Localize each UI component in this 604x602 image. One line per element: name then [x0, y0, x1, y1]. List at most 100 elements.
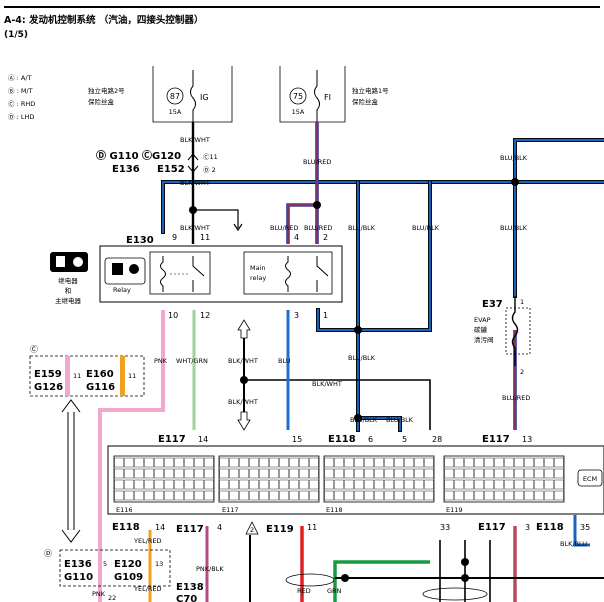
ecm-pin-cell [279, 468, 289, 479]
ecm-pin-cell [424, 490, 434, 501]
fuel-relay-box [149, 251, 211, 295]
lower-c70: C70 [176, 594, 197, 602]
ecm-pin-cell [124, 457, 134, 468]
rhd-pin-2: 11 [128, 372, 136, 380]
ecm-pin-13: 13 [522, 435, 532, 444]
ecm-pin-cell [324, 468, 334, 479]
lower-pin-35: 35 [580, 523, 590, 532]
ecm-pin-cell [364, 479, 374, 490]
conn-e152: E152 [157, 164, 185, 175]
ecm-pin-cell [354, 479, 364, 490]
ecm-pin-cell [184, 457, 194, 468]
pin-c11: Ⓒ11 [203, 153, 218, 161]
ecm-pin-cell [394, 479, 404, 490]
ecm-pin-cell [544, 490, 554, 501]
ecm-pin-cell [309, 490, 319, 501]
lhd-marker: Ⓓ [44, 549, 52, 558]
ecm-pin-cell [334, 468, 344, 479]
label-blk-wht: BLK/WHT [228, 357, 258, 365]
legend-mt: Ⓑ : M/T [8, 87, 33, 95]
ecm-pin-cell [184, 479, 194, 490]
splice-dot [461, 558, 469, 566]
ecm-pin-block [218, 455, 320, 503]
fuse-fi-desc-2: 保险丝盒 [352, 97, 379, 106]
ecm-pin-cell [344, 479, 354, 490]
evap-coil-icon [511, 296, 519, 366]
ecm-pin-cell [424, 479, 434, 490]
parking-icon [73, 257, 83, 267]
wire-blu-red [286, 122, 517, 430]
ecm-pin-cell [154, 490, 164, 501]
ecm-pin-cell [249, 479, 259, 490]
ecm-pin-cell [309, 457, 319, 468]
label-blk-blu: BLK/BLU [560, 540, 587, 548]
splice-dot [461, 574, 469, 582]
ecm-pin-28: 28 [432, 435, 442, 444]
wire-labels: BLK/WHT BLK/WHT BLK/WHT BLU/RED BLU/RED … [92, 136, 587, 598]
fuse-fi: 75 15A FI 独立电路1号 保险丝盒 [279, 66, 389, 123]
label-blu-red: BLU/RED [304, 224, 332, 232]
label-blk-wht: BLK/WHT [228, 398, 258, 406]
ecm-pin-cell [514, 468, 524, 479]
ecm-pin-cell [174, 479, 184, 490]
ecm-pin-cell [474, 457, 484, 468]
lower-pin-3: 3 [525, 523, 530, 532]
ecm-pin-cell [534, 490, 544, 501]
ecm-pin-cell [474, 479, 484, 490]
fuse-ig-desc-2: 保险丝盒 [88, 97, 115, 106]
relay-pin-9: 9 [172, 233, 177, 242]
ecm-pin-cell [504, 490, 514, 501]
rhd-conn-2b: G116 [86, 382, 115, 393]
rhd-yellow-wire [120, 356, 125, 396]
ecm-frame [107, 445, 604, 515]
relay-pin-4: 4 [294, 233, 299, 242]
ecm-pin-cell [504, 468, 514, 479]
lower-pin-4: 4 [217, 523, 222, 532]
label-blu-blk: BLU/BLK [500, 224, 528, 232]
rhd-conn-2: E160 [86, 369, 114, 380]
fuse-number-circle [166, 87, 184, 105]
ecm-pin-cell [239, 457, 249, 468]
label-grn: GRN [327, 587, 342, 595]
shield-ellipse [285, 573, 335, 587]
lower-e119: E119 [266, 524, 294, 535]
up-arrow-icon [245, 521, 259, 535]
page-title: A-4: 发动机控制系统 （汽油，四接头控制器） [4, 15, 204, 26]
ecm-pin-cell [174, 490, 184, 501]
rhd-pink-wire [65, 356, 70, 396]
ecm-badge [577, 469, 603, 487]
relay-pin-10: 10 [168, 311, 178, 320]
ecm-pin-cell [219, 479, 229, 490]
ecm-pin-cell [364, 457, 374, 468]
ecm-pin-cell [194, 457, 204, 468]
wire-pnk [98, 310, 165, 602]
ecm-pin-cell [259, 479, 269, 490]
label-blu-blk: BLU/BLK [386, 416, 414, 424]
ecm-pin-cell [374, 479, 384, 490]
ecm-pin-cell [219, 468, 229, 479]
ecm-pin-cell [524, 479, 534, 490]
ecm-pin-cell [259, 490, 269, 501]
ecm-pin-cell [354, 490, 364, 501]
ecm-pin-cell [474, 468, 484, 479]
ecm-pin-cell [514, 457, 524, 468]
ecm-pin-cell [154, 479, 164, 490]
ecm-label: ECM [583, 475, 597, 483]
ecm-pin-cell [374, 457, 384, 468]
ecm-pin-block [113, 455, 215, 503]
ecm-pin-cell [364, 490, 374, 501]
label-wht-grn: WHT/GRN [176, 357, 208, 365]
relay-coil-icon [160, 256, 166, 292]
rhd-conn-1b: G126 [34, 382, 63, 393]
lower-e117: E117 [176, 524, 204, 535]
label-blk-wht: BLK/WHT [180, 224, 210, 232]
ecm-pin-cell [344, 468, 354, 479]
rhd-lhd-arrow-icon [61, 399, 81, 543]
evap-desc-1: EVAP [474, 316, 491, 324]
fuse-fi-number: 75 [293, 92, 303, 101]
ecm-pin-cell [404, 479, 414, 490]
ecm-pin-cell [474, 490, 484, 501]
header-rule [4, 6, 600, 8]
fuel-pump-icon [112, 263, 123, 275]
ecm-pin-cell [544, 468, 554, 479]
